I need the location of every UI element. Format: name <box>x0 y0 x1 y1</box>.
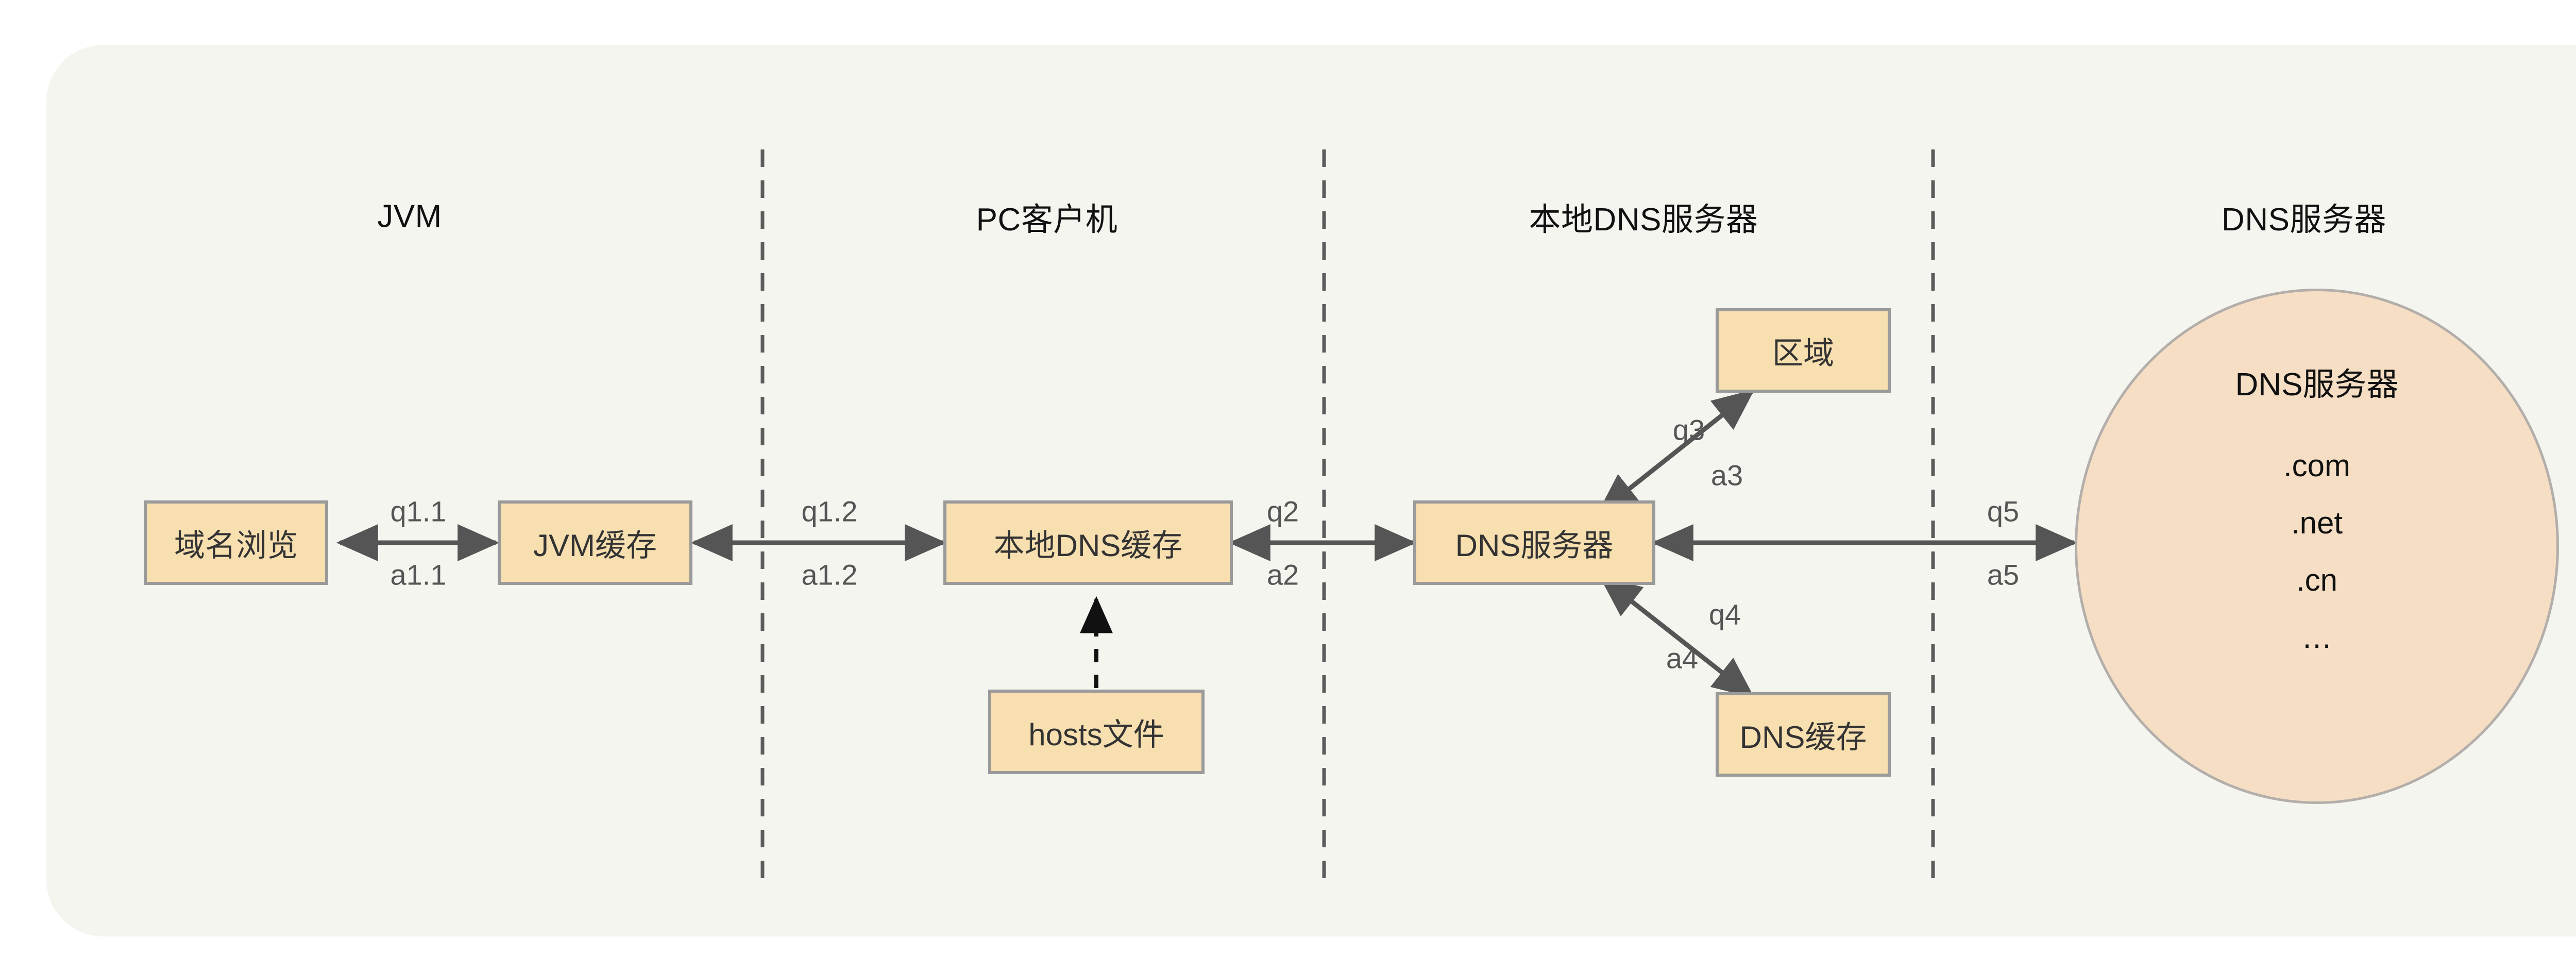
edge-label-a4: a4 <box>1666 642 1699 675</box>
cloud-item-com: .com <box>2283 448 2351 483</box>
node-label: hosts文件 <box>1028 717 1164 752</box>
lane-title-pc-client: PC客户机 <box>976 202 1118 238</box>
edge-label-q5: q5 <box>1987 495 2020 528</box>
node-zone[interactable]: 区域 <box>1716 308 1891 393</box>
edge-label-q3: q3 <box>1672 413 1705 446</box>
lane-divider-group <box>760 149 1935 888</box>
node-label: DNS服务器 <box>1455 528 1614 563</box>
edge-label-a2: a2 <box>1266 558 1299 591</box>
edge-label-q11: q1.1 <box>390 495 447 528</box>
node-label: DNS缓存 <box>1739 719 1867 755</box>
node-label: 区域 <box>1772 336 1834 371</box>
edge-dnsserver-dnscache <box>1599 576 1755 698</box>
cloud-item-cn: .cn <box>2296 563 2338 597</box>
node-label: 本地DNS缓存 <box>993 528 1183 563</box>
node-domain-browse[interactable]: 域名浏览 <box>144 500 328 585</box>
node-dns-cache[interactable]: DNS缓存 <box>1716 692 1891 777</box>
edge-label-q2: q2 <box>1266 495 1299 528</box>
cloud-title: DNS服务器 <box>2235 367 2399 403</box>
edge-label-a5: a5 <box>1987 558 2020 591</box>
cloud-item-ellipsis: … <box>2301 620 2332 655</box>
edge-label-q4: q4 <box>1708 598 1741 631</box>
node-dns-server-cloud[interactable]: DNS服务器 .com .net .cn … <box>2075 289 2559 804</box>
node-local-dns-cache[interactable]: 本地DNS缓存 <box>943 500 1233 585</box>
lane-title-local-dns: 本地DNS服务器 <box>1529 202 1758 238</box>
node-label: 域名浏览 <box>174 528 298 563</box>
node-label: JVM缓存 <box>533 528 657 563</box>
edge-dnsserver-zone <box>1597 389 1755 515</box>
lane-title-dns-server: DNS服务器 <box>2222 202 2386 238</box>
edge-label-a3: a3 <box>1710 459 1743 492</box>
edge-label-q12: q1.2 <box>801 495 858 528</box>
edge-label-a11: a1.1 <box>390 558 447 591</box>
edge-label-a12: a1.2 <box>801 558 858 591</box>
lane-title-jvm: JVM <box>377 198 442 235</box>
node-dns-server-box[interactable]: DNS服务器 <box>1413 500 1655 585</box>
cloud-item-net: .net <box>2291 506 2343 540</box>
node-hosts-file[interactable]: hosts文件 <box>988 690 1205 774</box>
node-jvm-cache[interactable]: JVM缓存 <box>498 500 692 585</box>
